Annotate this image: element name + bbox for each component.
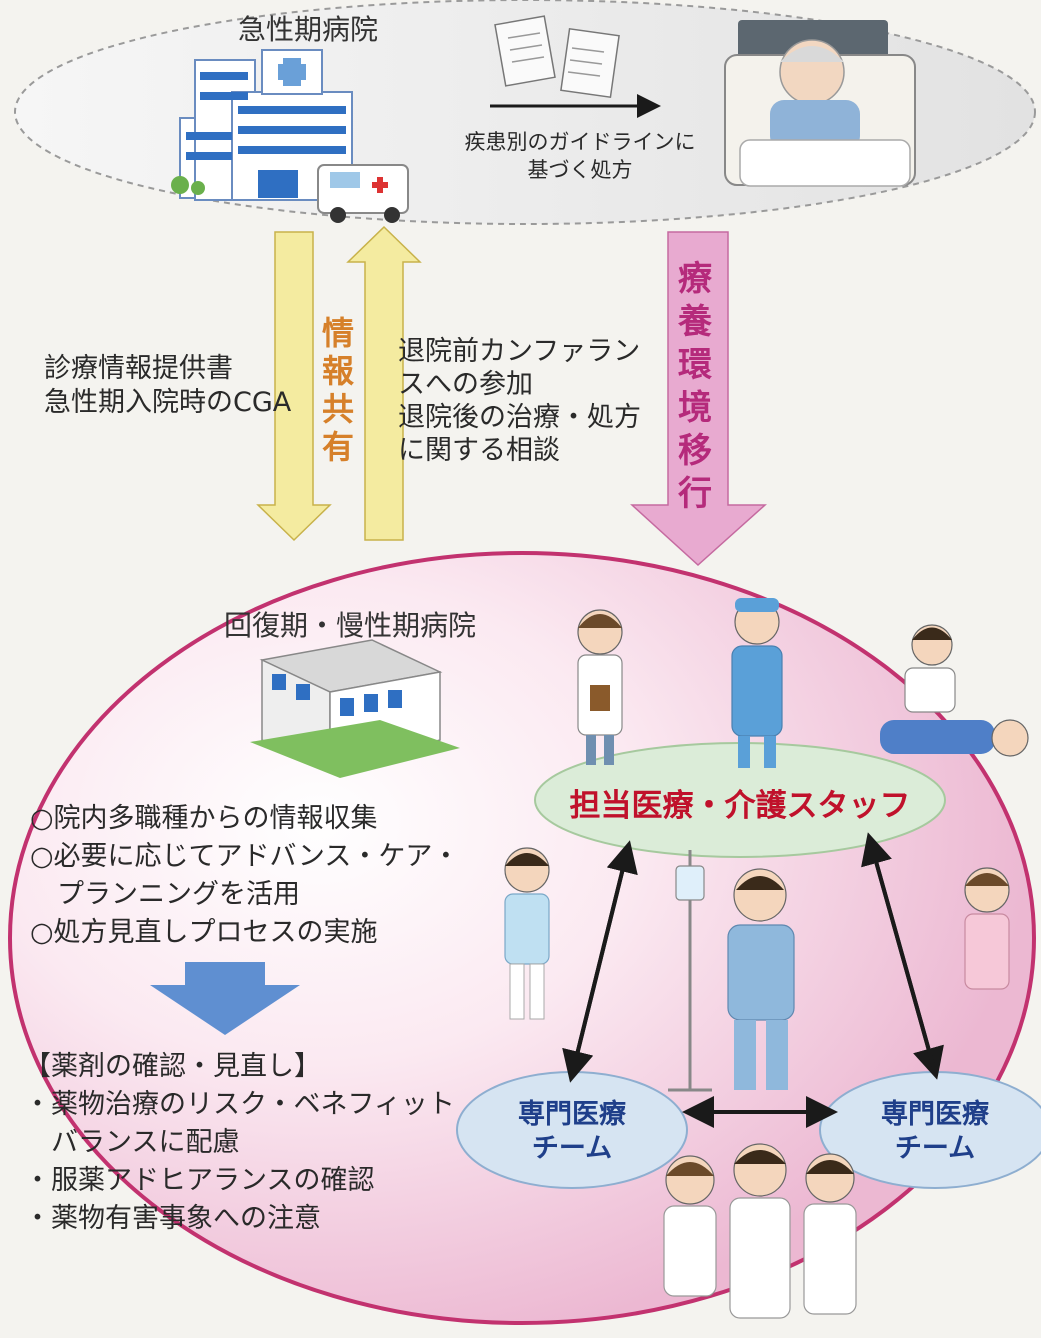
info-left-text: 診療情報提供書 急性期入院時のCGA (44, 352, 291, 420)
acute-hospital-title: 急性期病院 (238, 13, 379, 46)
staff-figures (504, 598, 1029, 1319)
prescription-line: 基づく処方 (527, 158, 633, 182)
info-share-char: 報 (322, 352, 355, 390)
review-line: ・服薬アドヒアランスの確認 (24, 1165, 375, 1196)
transition-char: 移 (678, 431, 712, 471)
info-left-line: 急性期入院時のCGA (44, 387, 292, 418)
specialist-line: チーム (894, 1133, 976, 1164)
info-right-text: 退院前カンファラン スへの参加 退院後の治療・処方 に関する相談 (398, 335, 641, 467)
transition-char: 療 (678, 259, 712, 299)
team-arrows (562, 832, 944, 1128)
info-share-char: 共 (322, 390, 355, 428)
transition-char: 環 (678, 345, 712, 385)
review-line: バランスに配慮 (24, 1127, 240, 1158)
action-line: ○処方見直しプロセスの実施 (30, 917, 378, 948)
info-share-arrows (256, 225, 422, 542)
transition-label: 療 養 環 境 移 行 (678, 258, 712, 516)
review-block: 【薬剤の確認・見直し】 ・薬物治療のリスク・ベネフィット バランスに配慮 ・服薬… (24, 1048, 455, 1238)
info-share-char: 有 (322, 428, 355, 466)
info-right-line: に関する相談 (398, 435, 560, 466)
review-line: ・薬物有害事象への注意 (24, 1203, 321, 1234)
transition-arrow (630, 231, 767, 567)
specialist-line: 専門医療 (518, 1099, 626, 1130)
document-illustration (494, 15, 620, 99)
info-right-line: 退院後の治療・処方 (398, 402, 641, 433)
acute-hospital-illustration (171, 49, 409, 223)
patient-in-bed-illustration (724, 20, 916, 187)
info-right-line: 退院前カンファラン (398, 336, 641, 367)
transition-char: 境 (678, 388, 712, 428)
specialist-line: 専門医療 (881, 1099, 989, 1130)
info-share-char: 情 (322, 314, 355, 352)
info-right-line: スへの参加 (398, 369, 533, 400)
recovery-hospital-title: 回復期・慢性期病院 (224, 609, 477, 642)
staff-label: 担当医療・介護スタッフ (569, 788, 911, 824)
action-line: ○院内多職種からの情報収集 (30, 803, 378, 834)
action-line: プランニングを活用 (30, 879, 300, 910)
prescription-line: 疾患別のガイドラインに (464, 130, 696, 154)
specialist-label-right: 専門医療 チーム (855, 1098, 1015, 1166)
prescription-caption: 疾患別のガイドラインに 基づく処方 (460, 128, 700, 184)
info-left-line: 診療情報提供書 (44, 353, 233, 384)
info-share-label: 情 報 共 有 (322, 314, 354, 466)
process-down-arrow (150, 962, 300, 1035)
transition-char: 養 (678, 302, 712, 342)
action-line: ○必要に応じてアドバンス・ケア・ (30, 841, 460, 872)
transition-char: 行 (678, 474, 712, 514)
recovery-hospital-illustration (250, 639, 460, 778)
review-line: ・薬物治療のリスク・ベネフィット (24, 1089, 455, 1120)
specialist-line: チーム (531, 1133, 613, 1164)
recovery-actions: ○院内多職種からの情報収集 ○必要に応じてアドバンス・ケア・ プランニングを活用… (30, 800, 459, 952)
review-heading: 【薬剤の確認・見直し】 (24, 1051, 321, 1082)
specialist-label-left: 専門医療 チーム (492, 1098, 652, 1166)
